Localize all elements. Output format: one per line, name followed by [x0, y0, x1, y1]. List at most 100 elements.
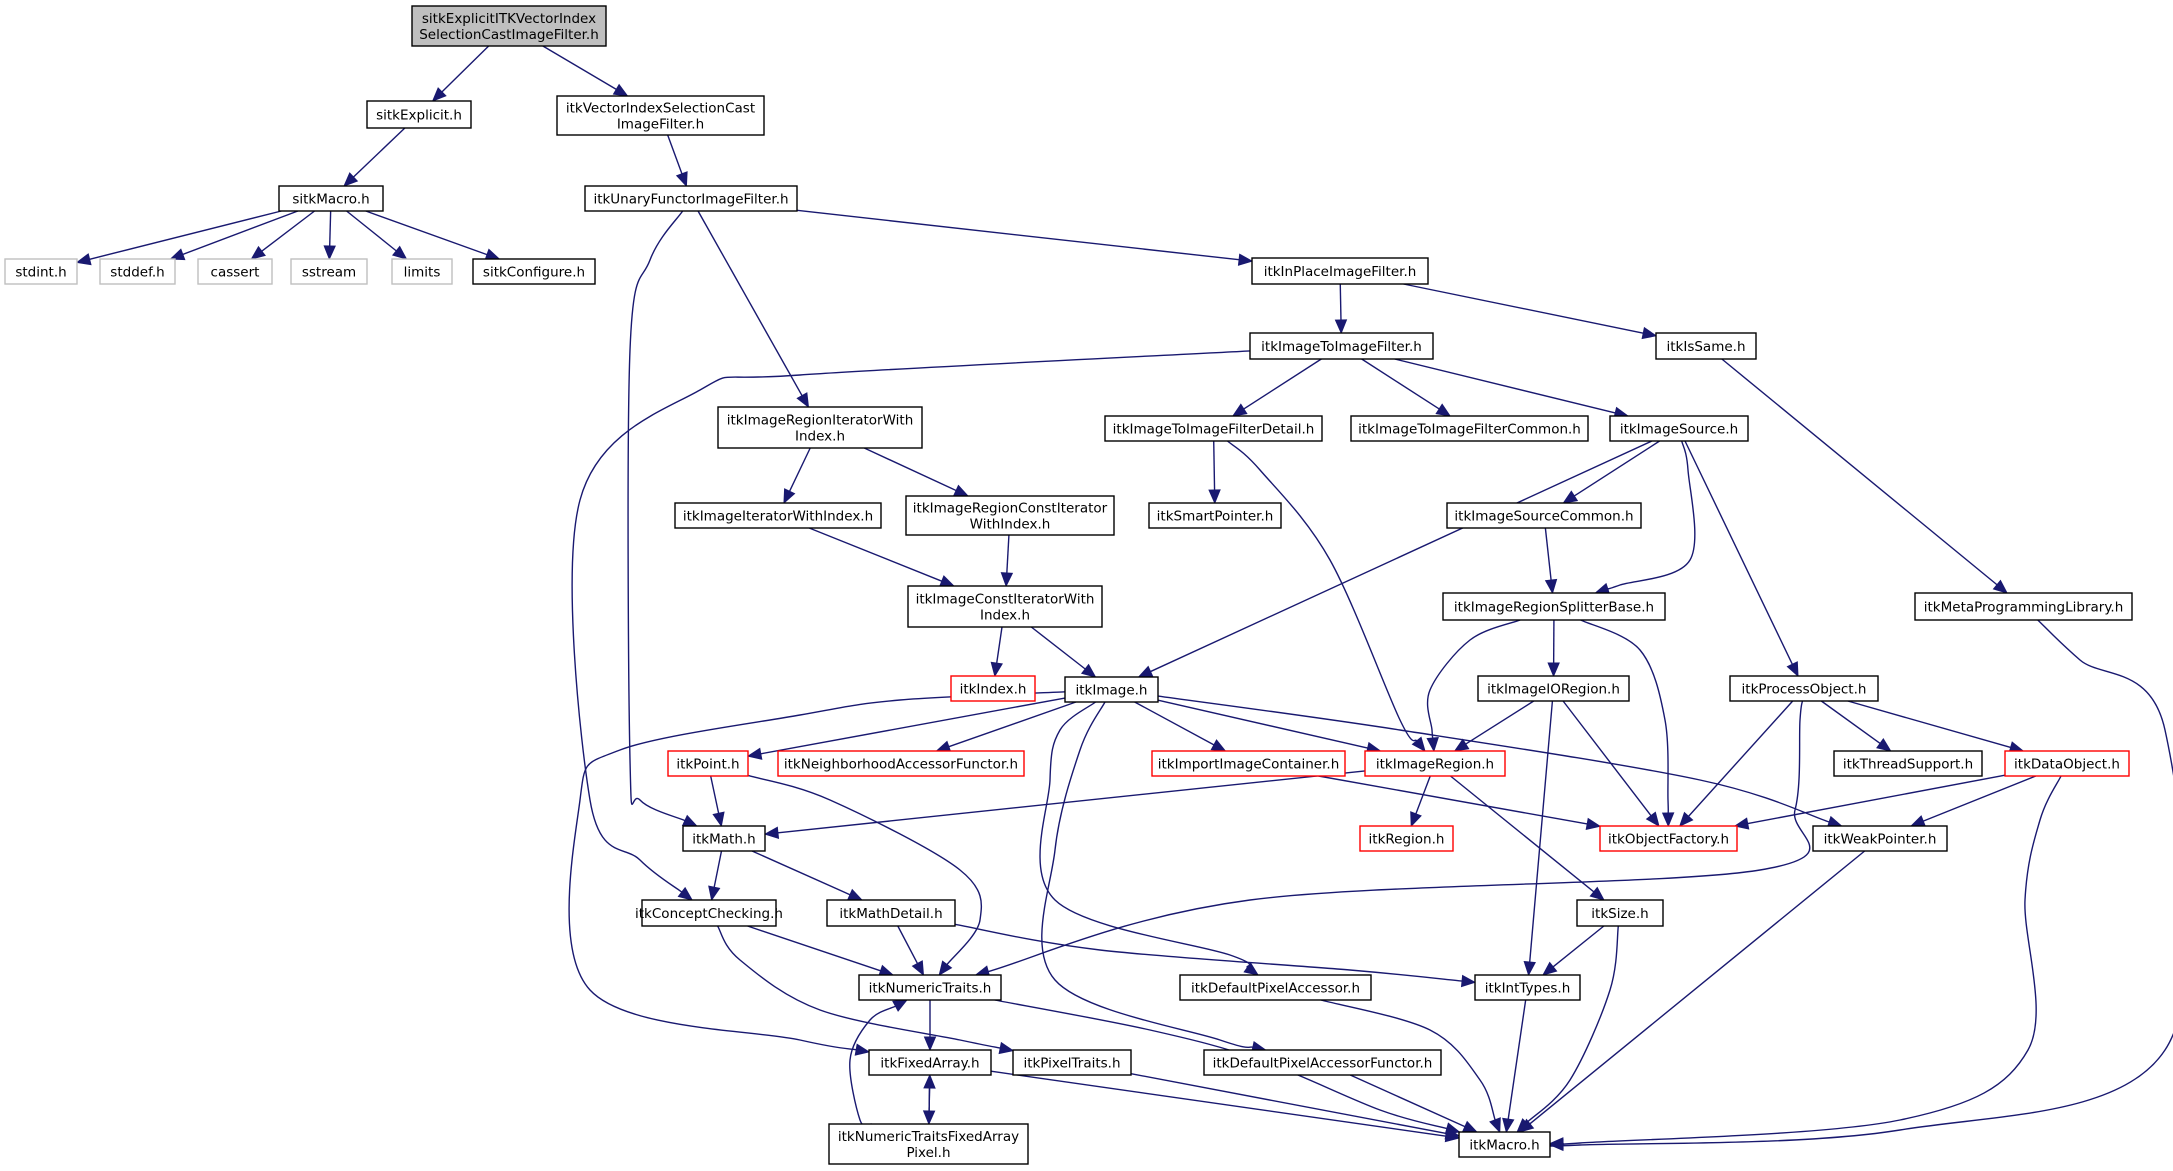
node-itkImageSourceCommon[interactable]: itkImageSourceCommon.h — [1446, 502, 1642, 529]
node-itkImageToImageFilterCommon[interactable]: itkImageToImageFilterCommon.h — [1350, 415, 1589, 442]
arrowhead-icon — [846, 888, 864, 901]
node-itkImageSource[interactable]: itkImageSource.h — [1609, 415, 1749, 442]
node-sitkExplicit[interactable]: sitkExplicit.h — [366, 100, 472, 129]
arrowhead-icon — [1547, 662, 1560, 678]
node-label: itkImageSourceCommon.h — [1454, 509, 1633, 525]
node-itkThreadSupport[interactable]: itkThreadSupport.h — [1833, 750, 1983, 777]
node-itkSize[interactable]: itkSize.h — [1576, 899, 1664, 927]
node-itkImportImageContainer[interactable]: itkImportImageContainer.h — [1151, 750, 1346, 777]
node-itkUnaryFunctor[interactable]: itkUnaryFunctorImageFilter.h — [584, 185, 798, 212]
edge-sitkMacro-to-stddef — [169, 210, 299, 261]
node-itkDefaultPixelAccessor[interactable]: itkDefaultPixelAccessor.h — [1179, 974, 1372, 1001]
edge-sitkMacro-to-limits — [346, 210, 408, 260]
node-itkMetaProgrammingLibrary[interactable]: itkMetaProgrammingLibrary.h — [1914, 592, 2133, 621]
arrowhead-icon — [1562, 490, 1579, 504]
arrowhead-icon — [169, 248, 186, 261]
node-itkImageRegion[interactable]: itkImageRegion.h — [1364, 750, 1506, 777]
node-itkImageRegionSplitterBase[interactable]: itkImageRegionSplitterBase.h — [1442, 592, 1666, 621]
edge-itkVectorIndexSelectionCast-to-itkUnaryFunctor — [667, 134, 688, 188]
arrowhead-icon — [1502, 1117, 1515, 1134]
node-itkConceptChecking[interactable]: itkConceptChecking.h — [635, 899, 783, 927]
edge-line — [346, 210, 397, 252]
edge-line — [1157, 695, 1830, 823]
edge-itkImageConstIteratorWithIndex-to-itkImage — [1030, 626, 1097, 678]
node-itkImageIORegion[interactable]: itkImageIORegion.h — [1477, 675, 1630, 702]
node-box — [1599, 825, 1738, 852]
edge-line — [747, 925, 881, 972]
node-label: itkDefaultPixelAccessor.h — [1191, 981, 1360, 997]
node-itkImageToImageFilter[interactable]: itkImageToImageFilter.h — [1249, 332, 1434, 360]
node-itkIsSame[interactable]: itkIsSame.h — [1655, 332, 1757, 360]
arrowhead-icon — [1237, 253, 1254, 266]
node-itkPoint[interactable]: itkPoint.h — [667, 750, 749, 777]
node-itkObjectFactory[interactable]: itkObjectFactory.h — [1599, 825, 1738, 852]
node-label: itkImageIteratorWithIndex.h — [683, 509, 873, 525]
edge-line — [1847, 700, 2011, 749]
arrowhead-icon — [391, 245, 408, 260]
node-itkNeighborhoodAccessorFunctor[interactable]: itkNeighborhoodAccessorFunctor.h — [777, 750, 1025, 777]
node-box — [1104, 415, 1323, 442]
edge-line — [948, 701, 1077, 748]
node-itkMath[interactable]: itkMath.h — [682, 825, 766, 852]
node-itkDataObject[interactable]: itkDataObject.h — [2004, 750, 2130, 777]
node-itkImageIteratorWithIndex[interactable]: itkImageIteratorWithIndex.h — [674, 502, 882, 529]
node-label: itkSize.h — [1591, 906, 1648, 922]
edge-line — [182, 210, 299, 256]
edge-line — [1465, 700, 1535, 745]
edge-line — [1150, 440, 1653, 673]
arrowhead-icon — [1243, 962, 1260, 976]
edge-sitkExplicit-to-sitkMacro — [343, 127, 406, 187]
edge-line — [542, 45, 617, 90]
edge-line — [1041, 701, 1254, 1049]
arrowhead-icon — [1411, 736, 1426, 752]
node-itkPixelTraits[interactable]: itkPixelTraits.h — [1012, 1049, 1132, 1076]
node-label: Index.h — [795, 429, 845, 445]
edge-line — [1320, 999, 1496, 1121]
arrowhead-icon — [250, 245, 266, 260]
node-box — [905, 495, 1115, 536]
node-itkFixedArray[interactable]: itkFixedArray.h — [868, 1049, 992, 1076]
edge-itkImage-to-itkWeakPointer — [1157, 695, 1843, 828]
node-itkImage[interactable]: itkImage.h — [1064, 676, 1159, 703]
node-itkDefaultPixelAccessorFunctor[interactable]: itkDefaultPixelAccessorFunctor.h — [1203, 1049, 1442, 1076]
edge-line — [1580, 619, 1669, 814]
node-label: itkConceptChecking.h — [635, 906, 783, 922]
node-sitkMacro[interactable]: sitkMacro.h — [278, 185, 384, 212]
edge-line — [1030, 626, 1086, 670]
arrowhead-icon — [1589, 886, 1605, 901]
node-itkWeakPointer[interactable]: itkWeakPointer.h — [1812, 825, 1948, 852]
node-label: itkImportImageContainer.h — [1158, 757, 1340, 773]
arrowhead-icon — [1992, 579, 2009, 594]
node-box — [1609, 415, 1749, 442]
node-itkMacro[interactable]: itkMacro.h — [1458, 1131, 1551, 1158]
edge-line — [1529, 700, 1554, 963]
node-box — [584, 185, 798, 212]
node-label: itkPixelTraits.h — [1023, 1056, 1120, 1072]
node-itkImageToImageFilterDetail[interactable]: itkImageToImageFilterDetail.h — [1104, 415, 1323, 442]
node-sitkConfigure[interactable]: sitkConfigure.h — [472, 258, 596, 285]
node-itkRegion[interactable]: itkRegion.h — [1359, 825, 1454, 852]
edge-line — [627, 210, 686, 822]
node-itkSmartPointer[interactable]: itkSmartPointer.h — [1148, 502, 1282, 529]
node-itkIndex[interactable]: itkIndex.h — [950, 675, 1036, 702]
node-itkProcessObject[interactable]: itkProcessObject.h — [1729, 675, 1879, 702]
node-box — [278, 185, 384, 212]
node-itkIntTypes[interactable]: itkIntTypes.h — [1474, 974, 1581, 1001]
edge-itkProcessObject-to-itkDataObject — [1847, 700, 2025, 754]
edge-itkImageToImageFilter-to-itkImageSource — [1394, 358, 1630, 419]
node-itkInPlace[interactable]: itkInPlaceImageFilter.h — [1251, 257, 1429, 285]
node-root: sitkExplicitITKVectorIndexSelectionCastI… — [411, 5, 607, 47]
node-box — [858, 974, 1002, 1001]
node-itkMathDetail[interactable]: itkMathDetail.h — [826, 899, 956, 927]
node-label: itkIsSame.h — [1666, 339, 1745, 355]
node-label: itkImageRegionIteratorWith — [727, 413, 914, 429]
edge-root-to-itkVectorIndexSelectionCast — [542, 45, 629, 97]
node-limits: limits — [391, 258, 453, 285]
node-itkNumericTraits[interactable]: itkNumericTraits.h — [858, 974, 1002, 1001]
edge-itkImageConstIteratorWithIndex-to-itkIndex — [990, 626, 1003, 678]
